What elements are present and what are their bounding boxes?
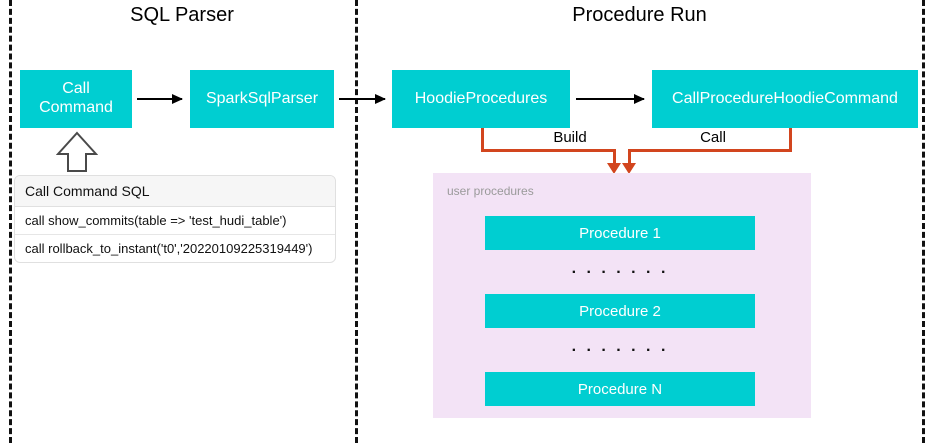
- arrow-spark-sql-parser-to-hoodie-procedures: [339, 94, 386, 104]
- connector-call-arrowhead: [622, 163, 636, 174]
- call-command-sql-panel: Call Command SQL call show_commits(table…: [14, 175, 336, 263]
- procedure-item-n[interactable]: Procedure N: [485, 372, 755, 406]
- node-call-procedure-hoodie-command-label: CallProcedureHoodieCommand: [672, 89, 898, 107]
- node-call-command[interactable]: Call Command: [20, 70, 132, 128]
- call-command-sql-row-1: call show_commits(table => 'test_hudi_ta…: [15, 207, 335, 235]
- connector-build-drop: [613, 149, 616, 165]
- arrow-hoodie-procedures-to-call-procedure-hoodie-command: [576, 94, 645, 104]
- divider-right-dashed: [922, 0, 925, 443]
- call-command-sql-header: Call Command SQL: [15, 176, 335, 207]
- user-procedures-label: user procedures: [447, 184, 534, 198]
- user-procedures-panel: user procedures Procedure 1 . . . . . . …: [433, 173, 811, 418]
- procedure-ellipsis-1: . . . . . . .: [571, 260, 669, 277]
- arrow-call-command-to-spark-sql-parser: [137, 94, 183, 104]
- connector-call-vertical: [789, 128, 792, 152]
- connector-build-vertical: [481, 128, 484, 152]
- connector-label-call: Call: [700, 129, 726, 146]
- connector-build-arrowhead: [607, 163, 621, 174]
- section-title-procedure-run: Procedure Run: [572, 4, 707, 26]
- procedure-ellipsis-2: . . . . . . .: [571, 338, 669, 355]
- section-title-sql-parser: SQL Parser: [130, 4, 234, 26]
- procedure-item-1[interactable]: Procedure 1: [485, 216, 755, 250]
- divider-middle-dashed: [355, 0, 358, 443]
- connector-call-horizontal: [628, 149, 792, 152]
- node-call-procedure-hoodie-command[interactable]: CallProcedureHoodieCommand: [652, 70, 918, 128]
- connector-call-drop: [628, 149, 631, 165]
- procedure-item-2[interactable]: Procedure 2: [485, 294, 755, 328]
- procedure-item-n-label: Procedure N: [577, 380, 663, 398]
- procedure-item-2-label: Procedure 2: [579, 302, 661, 320]
- procedure-item-1-label: Procedure 1: [579, 224, 661, 242]
- connector-label-build: Build: [553, 129, 587, 146]
- node-spark-sql-parser[interactable]: SparkSqlParser: [190, 70, 334, 128]
- node-hoodie-procedures[interactable]: HoodieProcedures: [392, 70, 570, 128]
- node-call-command-line1: Call: [62, 80, 90, 98]
- block-up-arrow-icon: [55, 131, 99, 173]
- node-call-command-line2: Command: [39, 99, 113, 116]
- call-command-sql-row-2: call rollback_to_instant('t0','202201092…: [25, 241, 313, 256]
- node-spark-sql-parser-label: SparkSqlParser: [205, 89, 319, 107]
- node-call-command-label: Call Command: [39, 80, 113, 118]
- node-hoodie-procedures-label: HoodieProcedures: [414, 89, 548, 107]
- connector-build-horizontal: [481, 149, 616, 152]
- divider-left-dashed: [9, 0, 12, 443]
